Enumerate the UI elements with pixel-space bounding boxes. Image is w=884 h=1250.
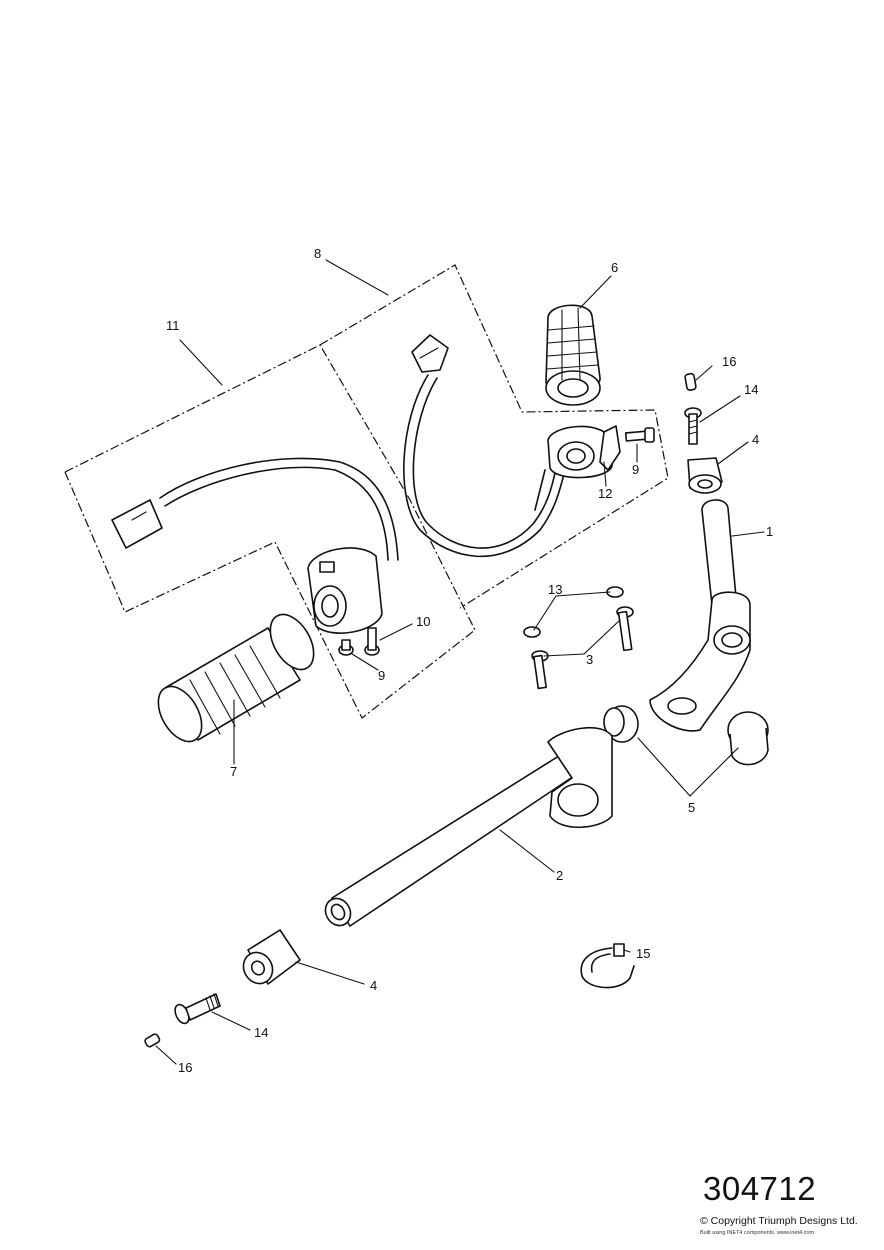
plug-5-right	[727, 711, 769, 766]
screws-9-10-lower	[338, 627, 380, 656]
leader-lines	[155, 259, 765, 1065]
callout-13: 13	[548, 582, 562, 597]
plug-5-left	[603, 705, 639, 743]
callout-6: 6	[611, 260, 618, 275]
callout-11: 11	[166, 318, 180, 333]
throttle-housing-part	[534, 425, 621, 511]
callout-4-upper: 4	[752, 432, 759, 447]
built-using-note: Built using INET4 components. www.inet4.…	[700, 1230, 815, 1236]
callout-12: 12	[598, 486, 612, 501]
callout-5: 5	[688, 800, 695, 815]
bar-end-4-lower	[242, 929, 301, 985]
callout-2: 2	[556, 868, 563, 883]
left-switch-wiring	[111, 457, 399, 561]
bolt-14-lower	[174, 993, 221, 1025]
callout-10: 10	[416, 614, 430, 629]
left-grip-7	[157, 613, 315, 743]
callout-8: 8	[314, 246, 321, 261]
callout-14-upper: 14	[744, 382, 758, 397]
screw-9-upper	[624, 427, 655, 443]
grub-screw-16-lower	[144, 1033, 161, 1048]
callout-9-upper: 9	[632, 462, 639, 477]
clip-on-bar-2	[324, 726, 613, 927]
callout-labels: 8 6 11 16 14 4 9 12 1 13 3 10 9 7 5 2 15…	[166, 246, 773, 1075]
screws-3-13	[523, 586, 634, 690]
callout-9-lower: 9	[378, 668, 385, 683]
callout-14-lower: 14	[254, 1025, 268, 1040]
diagram-reference-number: 304712	[703, 1170, 817, 1207]
callout-4-lower: 4	[370, 978, 377, 993]
grub-screw-16-upper	[684, 372, 697, 391]
callout-16-upper: 16	[722, 354, 736, 369]
clip-on-bar-1	[649, 499, 751, 732]
right-grip-part	[545, 304, 601, 406]
callout-16-lower: 16	[178, 1060, 192, 1075]
callout-1: 1	[766, 524, 773, 539]
bar-end-4-upper	[687, 457, 723, 494]
callout-3: 3	[586, 652, 593, 667]
copyright-notice: © Copyright Triumph Designs Ltd.	[700, 1215, 858, 1227]
callout-7: 7	[230, 764, 237, 779]
throttle-wiring-loop	[403, 334, 566, 558]
bolt-14-upper	[684, 407, 702, 445]
assembly-outline-11	[64, 344, 476, 719]
callout-15: 15	[636, 946, 650, 961]
clip-15	[580, 943, 635, 989]
assembly-outline-8	[319, 264, 669, 609]
left-switch-housing	[307, 547, 383, 634]
